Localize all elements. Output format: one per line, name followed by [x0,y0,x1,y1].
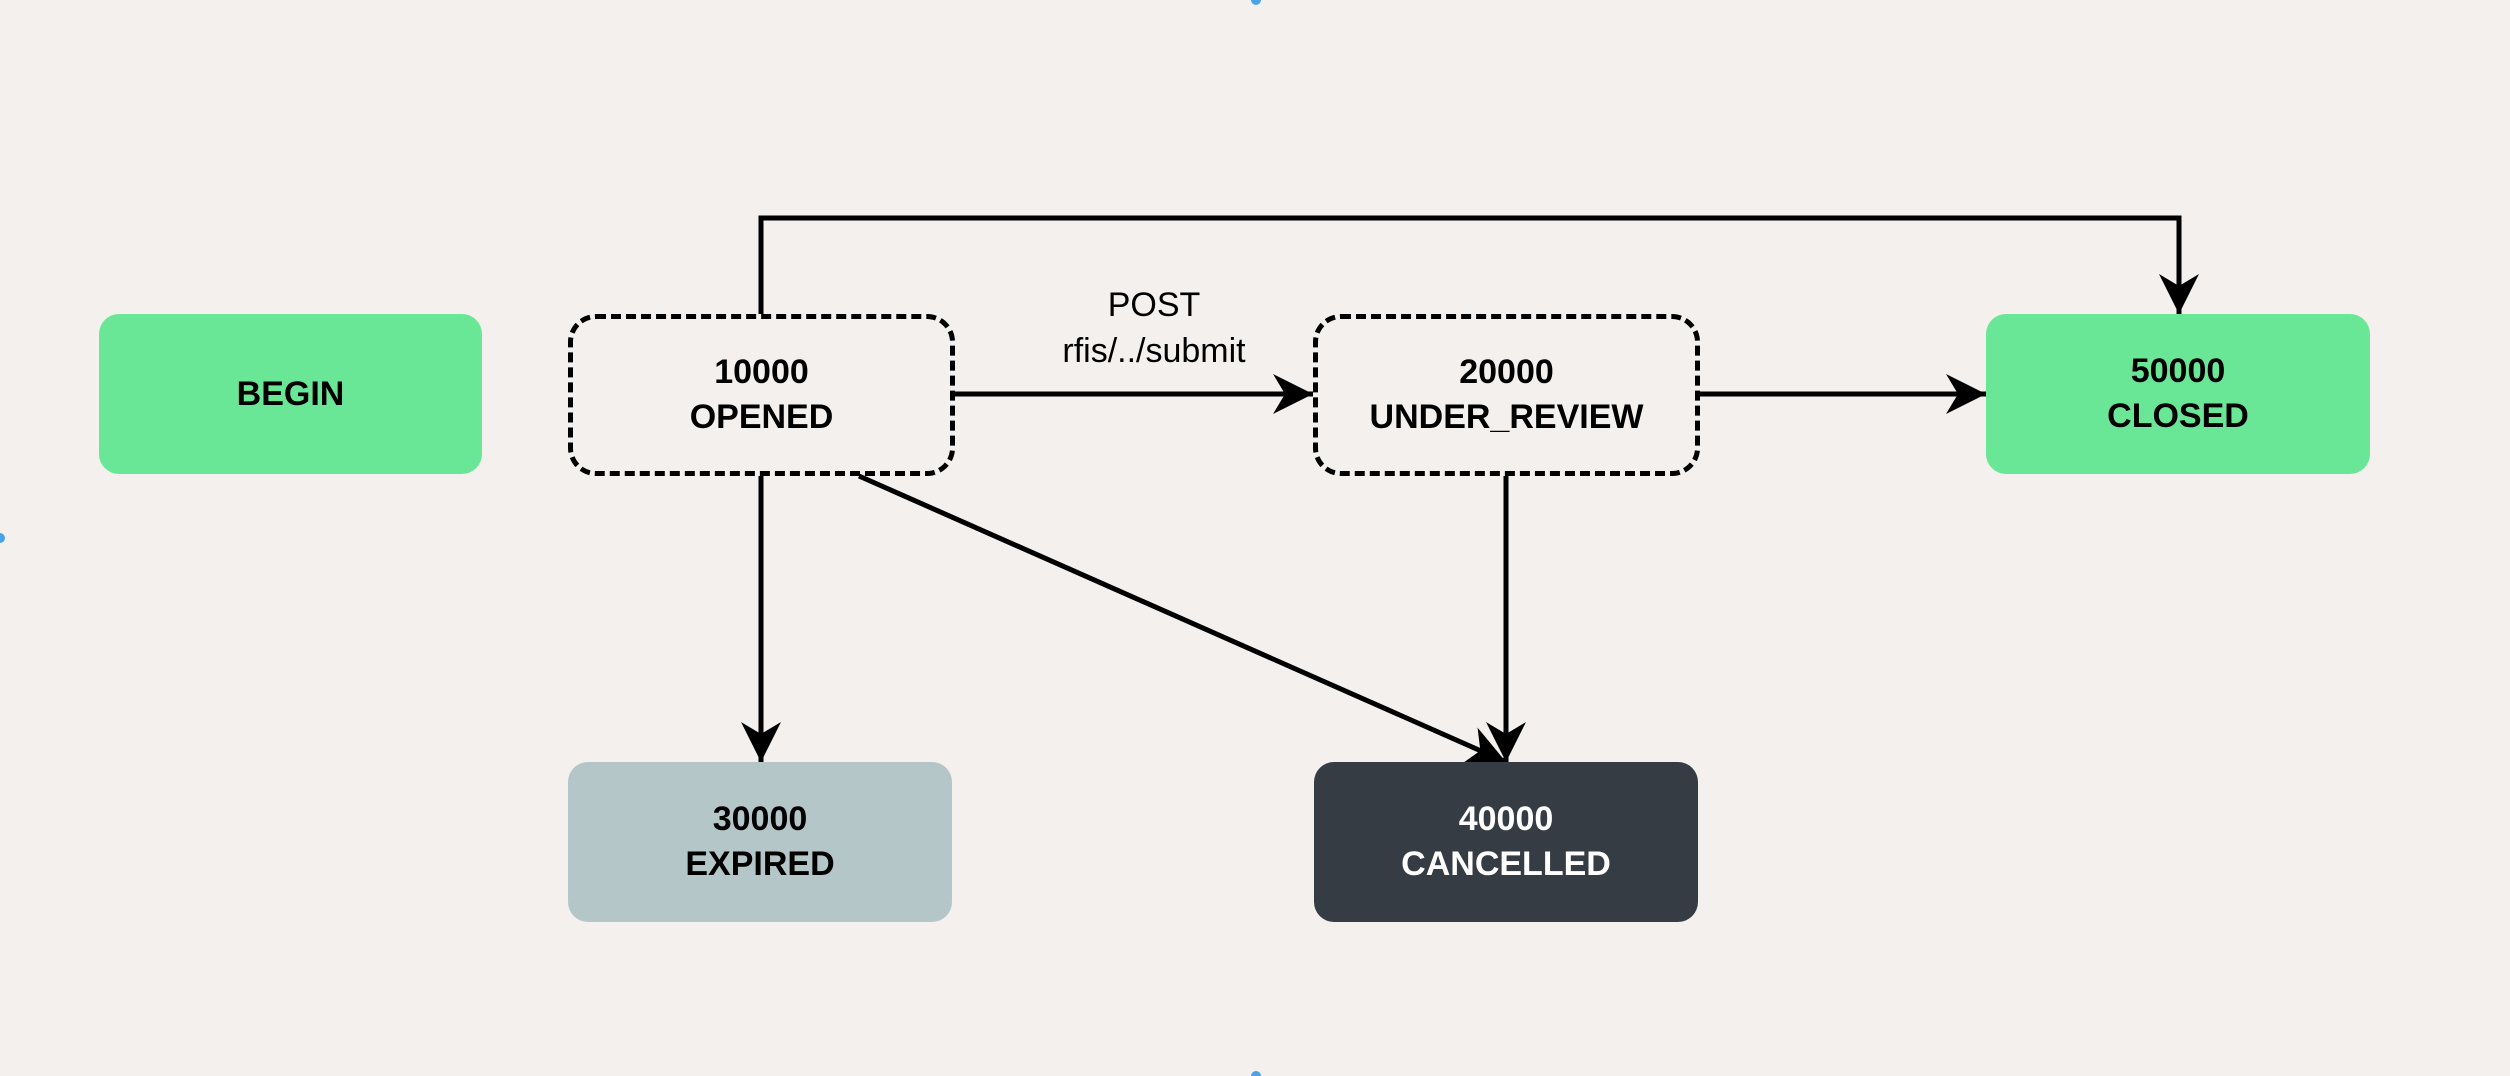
state-under-review[interactable]: 20000 UNDER_REVIEW [1313,314,1700,476]
state-under-review-code: 20000 [1459,353,1554,391]
state-expired-label: EXPIRED [685,845,835,883]
state-closed-label: CLOSED [2107,397,2249,435]
state-begin[interactable]: BEGIN [99,314,482,474]
state-expired[interactable]: 30000 EXPIRED [568,762,952,922]
canvas-resize-handle-top[interactable] [1251,0,1261,5]
state-opened[interactable]: 10000 OPENED [568,314,955,476]
state-under-review-label: UNDER_REVIEW [1369,398,1644,436]
state-closed[interactable]: 50000 CLOSED [1986,314,2370,474]
state-opened-code: 10000 [714,353,809,391]
state-cancelled-label: CANCELLED [1401,845,1611,883]
edge-label-path: rfis/../submit [1062,332,1246,370]
edge-label-method: POST [1107,286,1201,324]
canvas-resize-handle-left[interactable] [0,533,5,543]
state-opened-label: OPENED [689,398,834,436]
state-cancelled-code: 40000 [1458,800,1554,838]
state-expired-code: 30000 [712,800,808,838]
state-closed-code: 50000 [2130,352,2226,390]
edge-opened-to-closed[interactable] [758,215,2199,314]
canvas-resize-handle-bottom[interactable] [1251,1071,1261,1076]
edge-opened-to-cancelled[interactable] [857,473,1508,765]
state-begin-label: BEGIN [236,374,345,413]
state-cancelled[interactable]: 40000 CANCELLED [1314,762,1698,922]
